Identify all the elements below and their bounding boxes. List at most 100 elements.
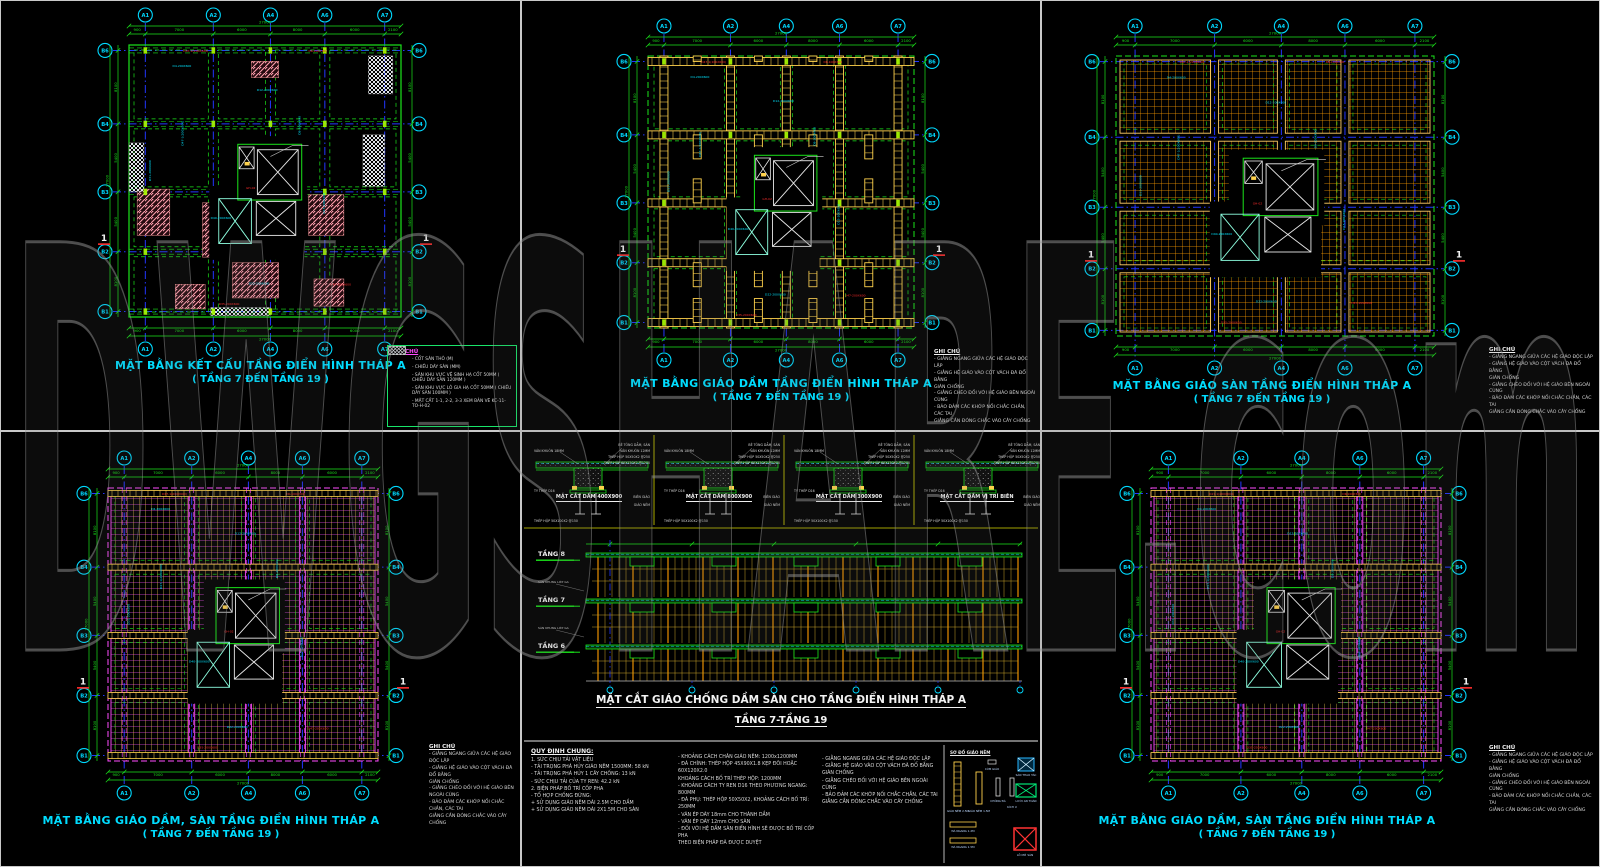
grid-bubble	[1127, 18, 1143, 34]
svg-text:7000: 7000	[692, 38, 702, 43]
svg-text:5400: 5400	[384, 660, 389, 670]
grid-bubble	[354, 785, 370, 801]
grid-bubble	[1416, 785, 1432, 801]
svg-text:B6: B6	[415, 48, 423, 54]
svg-text:GH-02: GH-02	[1276, 630, 1286, 634]
notes-quy-dinh-chung: QUY ĐỊNH CHUNG: 1. SỨC CHỊU TẢI VẬT LIỆU…	[531, 748, 673, 815]
svg-text:D47-1(200X600): D47-1(200X600)	[698, 132, 702, 157]
grid-bubble	[1273, 18, 1289, 34]
svg-text:1: 1	[1456, 251, 1462, 261]
beam-labels: D4-200X600D12-200X600D47-1(200X600)D8-20…	[148, 49, 351, 306]
svg-text:1: 1	[620, 245, 626, 255]
grid-bubble	[778, 18, 794, 34]
svg-text:A6: A6	[836, 358, 844, 364]
svg-text:D47-1(200X600): D47-1(200X600)	[1206, 564, 1210, 589]
grid-bubble	[240, 450, 256, 466]
svg-text:A7: A7	[1411, 24, 1419, 30]
svg-text:GH-02: GH-02	[224, 630, 234, 634]
svg-text:6000: 6000	[1387, 772, 1397, 777]
svg-text:900: 900	[1122, 347, 1130, 352]
svg-text:8000: 8000	[1326, 470, 1336, 475]
svg-text:B1: B1	[1448, 328, 1456, 334]
svg-text:B2: B2	[1455, 693, 1463, 699]
svg-text:DK-100X300: DK-100X300	[1342, 492, 1361, 496]
svg-text:5400: 5400	[632, 227, 637, 237]
svg-text:B3: B3	[392, 633, 400, 639]
svg-text:D47-1(200X600): D47-1(200X600)	[183, 49, 208, 53]
legend-item-text: - SÀN KHU VỰC LÔ GIA HẠ CỐT 50MM ( CHIỀU…	[412, 385, 512, 396]
svg-text:8100: 8100	[920, 93, 925, 103]
grid-bubble	[116, 450, 132, 466]
svg-text:CÙM GIÁO: CÙM GIÁO	[985, 766, 1000, 771]
svg-text:A7: A7	[1411, 366, 1419, 372]
grid-bubble	[1407, 360, 1423, 376]
grid-bubble	[1119, 485, 1135, 502]
svg-text:BIÊN GIÁO: BIÊN GIÁO	[893, 494, 910, 499]
grid-bubble	[205, 7, 221, 23]
grid-bubble	[1084, 322, 1100, 338]
grid-bubble	[1352, 450, 1368, 466]
svg-text:7000: 7000	[153, 772, 163, 777]
svg-text:D47-200X600: D47-200X600	[1366, 727, 1387, 731]
grid-bubble	[317, 341, 333, 357]
legend-header: GHI CHÚ	[392, 349, 419, 355]
grid-bubble	[890, 18, 906, 34]
dropped-slab-hatch	[174, 284, 206, 310]
svg-text:A4: A4	[1298, 791, 1306, 797]
svg-text:2100: 2100	[365, 470, 375, 475]
svg-text:D12-200X600: D12-200X600	[257, 88, 278, 92]
svg-text:A2: A2	[1237, 456, 1245, 462]
svg-text:2100: 2100	[1427, 470, 1437, 475]
dropped-slab-hatch	[251, 61, 279, 78]
svg-text:900: 900	[1122, 38, 1130, 43]
svg-text:900: 900	[1156, 772, 1164, 777]
beam-section-caption: MẶT CẮT DẦM 800X900	[685, 494, 753, 502]
svg-text:D47-1(200X600): D47-1(200X600)	[159, 564, 163, 589]
grid-bubble	[1084, 54, 1100, 70]
svg-text:B6: B6	[392, 491, 400, 497]
svg-text:27000: 27000	[237, 780, 250, 785]
svg-text:VÁN KHUÔN 12MM: VÁN KHUÔN 12MM	[620, 448, 650, 453]
svg-text:A6: A6	[321, 13, 329, 19]
svg-text:1: 1	[1463, 678, 1469, 688]
legend-item-text: - CỐT SÀN THÔ (M)	[412, 357, 454, 362]
grid-bubble	[1273, 360, 1289, 376]
dropped-slab-hatch	[308, 194, 345, 236]
beam-labels: D4-200X600D12-200X600D47-1(200X600)D8-20…	[1138, 60, 1372, 324]
svg-text:B6: B6	[80, 491, 88, 497]
svg-text:8100: 8100	[1447, 720, 1452, 730]
svg-text:D15-200X600: D15-200X600	[299, 636, 303, 657]
notes-header: GHI CHÚ	[934, 349, 961, 355]
svg-text:6000: 6000	[754, 38, 764, 43]
legend-item-text: - CHIỀU DÀY SÀN (MM)	[412, 364, 461, 370]
grid-bubble	[1416, 450, 1432, 466]
svg-text:8100: 8100	[407, 276, 412, 286]
core-shaft	[1236, 579, 1343, 704]
grid-bubble	[137, 341, 153, 357]
svg-text:900: 900	[652, 339, 660, 344]
svg-text:D12-200X600: D12-200X600	[235, 531, 256, 535]
svg-text:6000: 6000	[327, 470, 337, 475]
svg-text:900: 900	[652, 38, 660, 43]
svg-text:D22-200X600: D22-200X600	[249, 281, 270, 285]
svg-text:900: 900	[134, 27, 142, 32]
svg-text:A4: A4	[783, 24, 791, 30]
svg-text:D35-200X600: D35-200X600	[1247, 746, 1268, 750]
grid-bubble	[831, 18, 848, 34]
svg-text:A7: A7	[358, 791, 366, 797]
svg-text:A1: A1	[120, 456, 128, 462]
loggia-hatch	[362, 134, 385, 187]
svg-text:A1: A1	[142, 347, 150, 353]
svg-text:D47-200X600: D47-200X600	[330, 283, 351, 287]
grid-bubble	[97, 184, 113, 200]
svg-text:B4: B4	[1448, 135, 1456, 141]
grid-bubble	[76, 747, 92, 764]
svg-text:D4-200X600: D4-200X600	[1197, 507, 1216, 511]
